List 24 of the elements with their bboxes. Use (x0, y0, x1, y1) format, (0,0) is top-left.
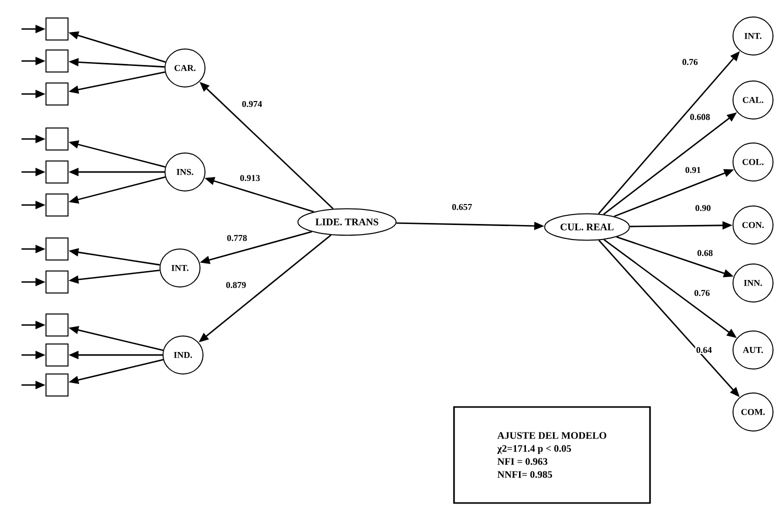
edge-label: 0.879 (224, 280, 248, 290)
indicator-box (46, 82, 68, 106)
edge-label: 0.778 (226, 234, 248, 242)
edge-label: 0.68 (696, 248, 714, 258)
edge-label: 0.974 (240, 100, 264, 108)
indicator-box (46, 160, 68, 184)
indicator-box (46, 344, 68, 366)
indicator-box (46, 128, 68, 150)
edge-label: 0.91 (684, 166, 702, 174)
indicator-box (46, 18, 68, 40)
edge-label: 0.608 (688, 112, 712, 122)
edge-label: 0.76 (693, 288, 711, 298)
indicator-box (46, 238, 68, 260)
indicator-box (46, 194, 68, 216)
edge-label: 0.657 (450, 202, 474, 212)
indicator-box (46, 50, 68, 72)
fit-box: AJUSTE DEL MODELO χ2=171.4 p < 0.05 NFI = 0.963 NNFI= 0.985 (453, 406, 651, 504)
edge-label: 0.76 (681, 58, 699, 66)
edge-label: 0.913 (238, 174, 262, 182)
indicator-box (46, 374, 68, 396)
indicator-box (46, 314, 68, 336)
indicator-box (46, 270, 68, 294)
edge-label: 0.64 (695, 346, 713, 354)
edge-label: 0.90 (694, 204, 712, 212)
